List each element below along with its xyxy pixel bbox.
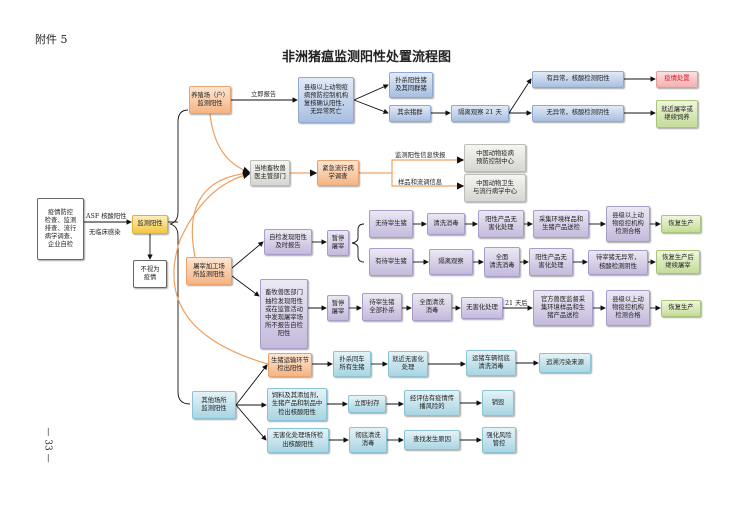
self-check-box: 自检发现阳性 及时报告 — [264, 229, 312, 255]
truck-clean-box: 运猪车辆彻底 清洗消毒 — [466, 350, 516, 376]
official-sample-box: 官方兽医监督采 集环境样品和生 猪产品送检 — [533, 290, 593, 326]
attachment-label: 附件 5 — [35, 33, 68, 46]
page-number: — 33 — — [42, 427, 53, 463]
transport-box: 生猪运输环节 检出阳性 — [268, 353, 312, 377]
local-authority-box: 当地畜牧兽 医主管部门 — [250, 160, 290, 186]
after-21-days-label: 21 天后 — [505, 300, 528, 307]
qualified-box-1: 县级以上动 物疫控机构 检测合格 — [606, 206, 650, 242]
resume-box-3: 恢复生产 — [661, 300, 701, 317]
epidemic-handling-box: 疫情处置 — [656, 71, 698, 88]
harmless-nearby-box: 就近无害化 处理 — [388, 351, 428, 377]
control-box: 强化风险 管控 — [482, 427, 516, 453]
no-pigs-box: 无待宰生猪 — [369, 210, 413, 238]
observe-box: 隔离观察 21 天 — [451, 105, 509, 122]
harmless-box-2: 阳性产品无 害化处理 — [529, 248, 573, 276]
destroy-box: 销毁 — [482, 390, 514, 416]
farm-positive-box: 养殖场（户） 监测阳性 — [189, 86, 231, 114]
sample-box-1: 采集环境样品和 生猪产品送检 — [533, 210, 589, 238]
isolate-box: 隔离观察 — [429, 249, 473, 275]
dept-found-box: 畜牧兽医部门 抽检发现阳性 或在监管活动 中发现屠宰场 所不报告自检 阳性 — [260, 279, 308, 349]
suspend-box-2: 暂停 屠宰 — [327, 295, 349, 321]
source-box: 疫情防控 检查、监测 排查、流行 病学调查、 企业自检 — [37, 198, 84, 260]
center-disease-control-box: 中国动物疫病 预防控制中心 — [464, 144, 526, 172]
risk-box: 经评估有疫情传 播风险的 — [404, 390, 460, 416]
cause-box: 查找发生原因 — [404, 430, 460, 450]
disinfect-box: 彻底清洗 消毒 — [349, 427, 387, 453]
trace-box: 追溯污染来源 — [539, 353, 591, 373]
suspend-box-1: 暂停 屠宰 — [327, 230, 349, 256]
remaining-box: 其余猪群 — [389, 105, 431, 122]
monitor-positive-box: 监测阳性 — [132, 215, 168, 234]
abnormal-box: 有异常，核酸检测阳性 — [532, 71, 624, 88]
report-label: 立即报告 — [251, 91, 277, 98]
harmless-box-1: 阳性产品无 害化处理 — [478, 210, 524, 238]
other-positive-box: 其他场所 监测阳性 — [192, 391, 236, 419]
clean-box-3: 全面清洗 消毒 — [412, 293, 452, 321]
cull-box: 扑杀阳性猪 及其同群猪 — [389, 72, 433, 98]
normal-box: 无异常，核酸检测阴性 — [532, 105, 624, 122]
clean-box-1: 清洗消毒 — [427, 213, 465, 235]
slaughterhouse-positive-box: 屠宰加工场 所监测阳性 — [186, 257, 232, 285]
confirm-box: 县级以上动物疫 病预防控制机构 复核确认阳性， 无异常死亡 — [298, 77, 354, 123]
resume-box-2: 恢复生产后 继续屠宰 — [656, 250, 700, 274]
asf-label: ASF 核酸阳性 — [86, 213, 127, 220]
harmless-box-3: 无害化处理 — [461, 297, 503, 319]
has-pigs-box: 有待宰生猪 — [369, 248, 413, 276]
investigation-box: 紧急流行病 学调查 — [317, 160, 359, 186]
not-epidemic-box: 不视为 疫情 — [133, 260, 167, 288]
cull-all-box: 待宰生猪 全部扑杀 — [362, 293, 402, 321]
no-clinical-label: 无临床感染 — [89, 229, 121, 236]
report-info-label: 监测阳性信息快报 — [395, 152, 446, 159]
feed-box: 饲料及其添加剂， 生猪产品和制品中 检出核酸阳性 — [267, 388, 327, 421]
seal-box: 立即封存 — [348, 395, 386, 413]
plant-box: 无害化处理场所检 出核酸阳性 — [267, 428, 329, 453]
page-title: 非洲猪瘟监测阳性处置流程图 — [282, 50, 452, 65]
center-epidemiology-box: 中国动物卫生 与流行病学中心 — [464, 174, 526, 202]
samples-info-label: 样品和流调信息 — [398, 179, 443, 186]
negative-box: 待宰猪无异常， 核酸检测阴性 — [588, 250, 648, 275]
qualified-box-2: 县级以上动 物疫控机构 检测合格 — [606, 290, 650, 326]
resume-box-1: 恢复生产 — [661, 215, 701, 233]
slaughter-or-feed-box: 就近屠宰或 继续饲养 — [656, 100, 698, 128]
clean-box-2: 全面 清洗消毒 — [484, 247, 520, 277]
cull-truck-box: 扑杀同车 所有生猪 — [333, 351, 371, 377]
